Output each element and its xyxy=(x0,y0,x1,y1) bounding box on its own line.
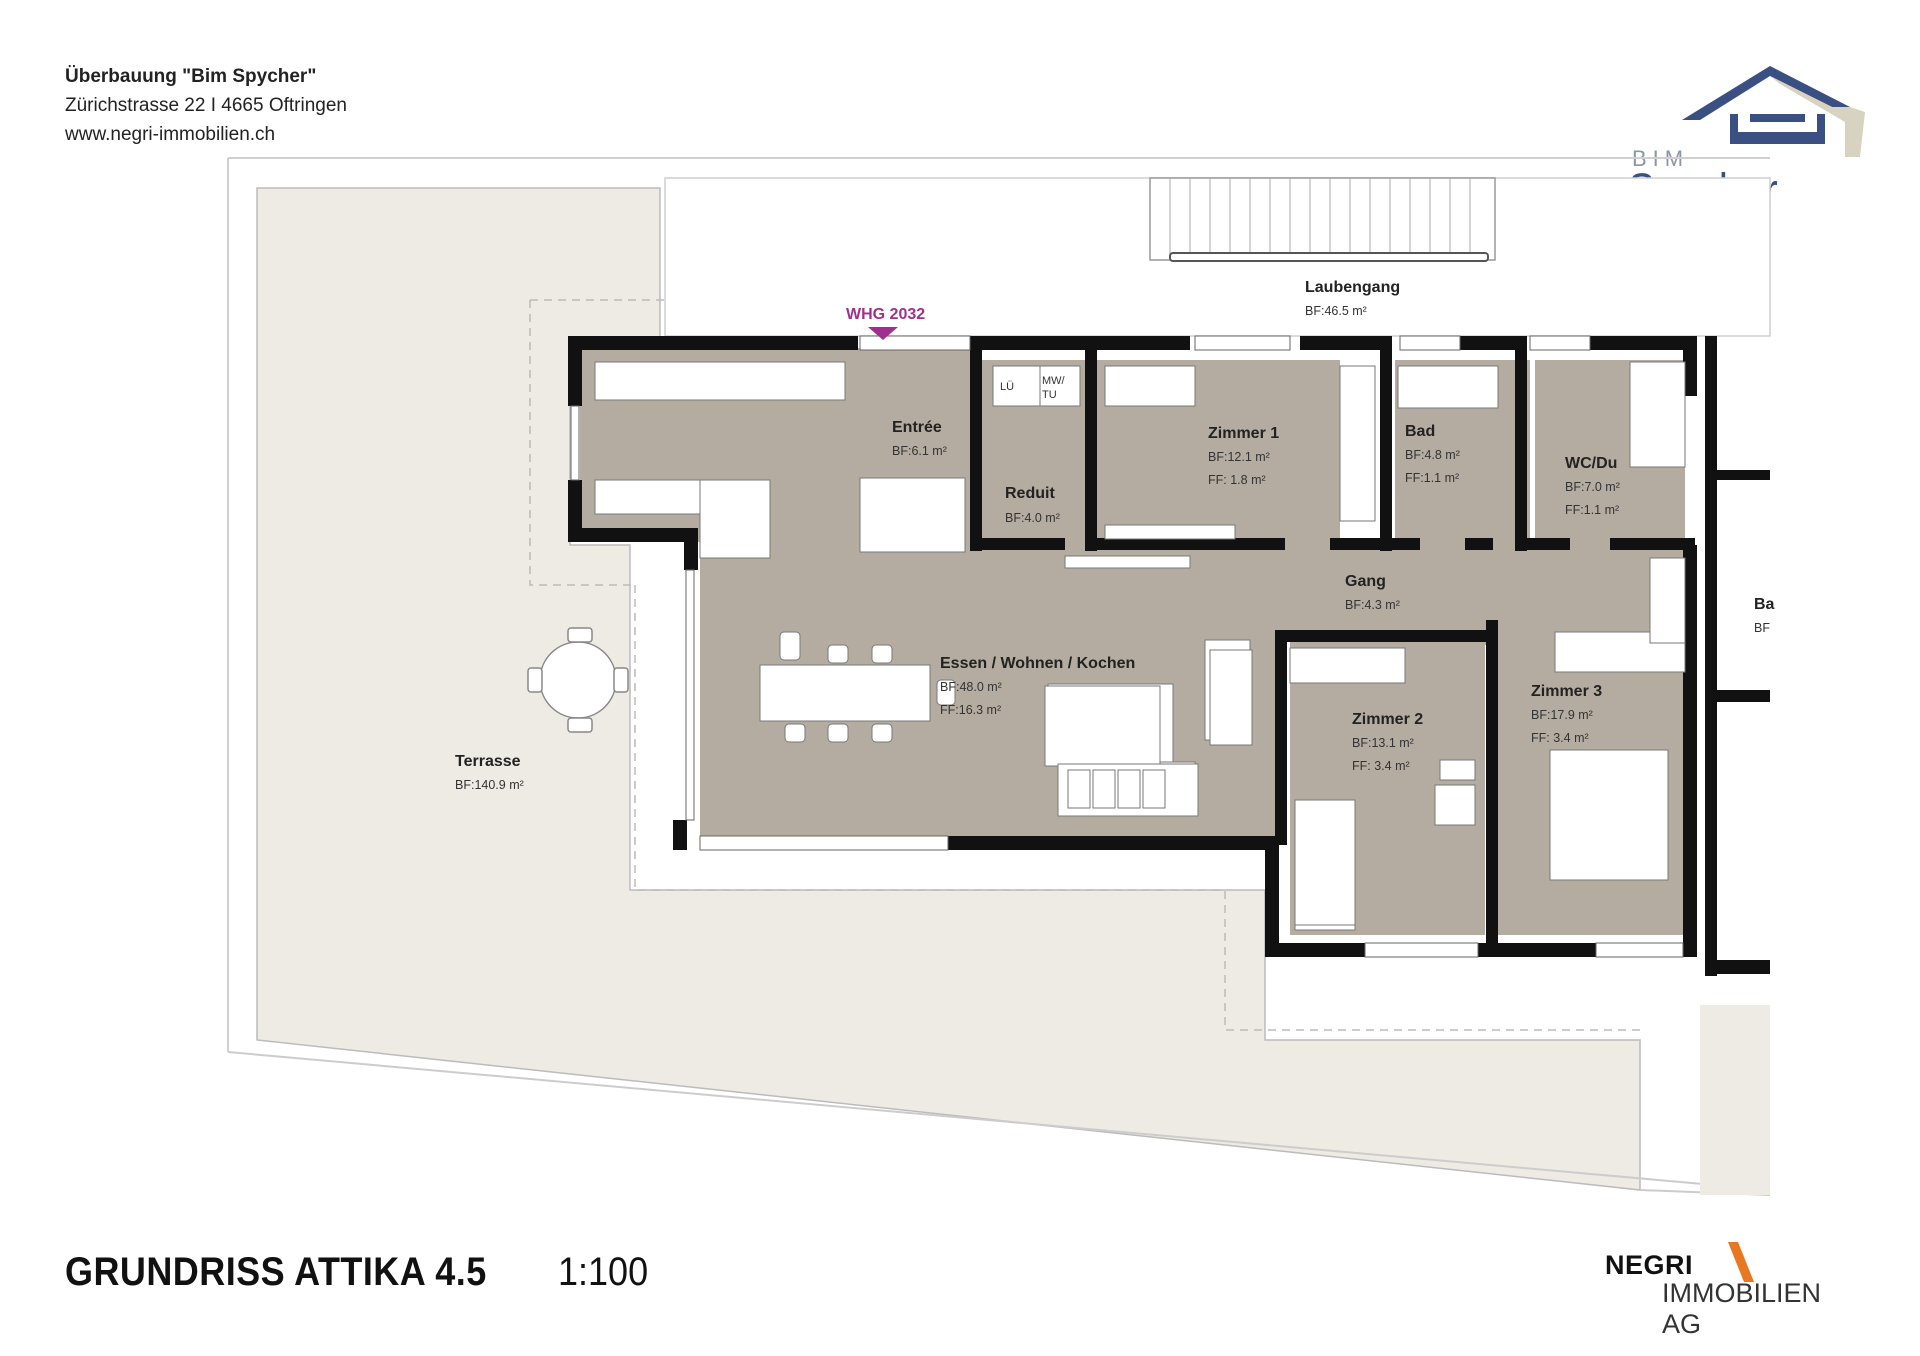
room-gang: Gang BF:4.3 m² xyxy=(1345,573,1400,612)
svg-text:Entrée: Entrée xyxy=(892,419,942,436)
windows xyxy=(570,335,1684,958)
fixture-mw: MW/ xyxy=(1042,375,1066,387)
fixture-tu: TU xyxy=(1042,389,1057,401)
room-bad: Bad BF:4.8 m² FF:1.1 m² xyxy=(1405,423,1460,485)
negri-slash-icon xyxy=(1728,1242,1754,1282)
header-block: Überbauung "Bim Spycher" Zürichstrasse 2… xyxy=(65,62,347,149)
svg-text:BF:12.1 m²: BF:12.1 m² xyxy=(1208,450,1270,464)
walls xyxy=(568,336,1770,976)
svg-text:BF:7.0 m²: BF:7.0 m² xyxy=(1565,480,1620,494)
svg-text:Bad: Bad xyxy=(1405,423,1435,440)
svg-text:WC/Du: WC/Du xyxy=(1565,455,1617,472)
svg-text:BF:4.3 m²: BF:4.3 m² xyxy=(1345,598,1400,612)
negri-text: NEGRI xyxy=(1605,1250,1694,1280)
eave-line-bottom xyxy=(634,585,1640,1031)
room-laubengang: Laubengang BF:46.5 m² xyxy=(1305,279,1400,318)
svg-text:FF: 3.4 m²: FF: 3.4 m² xyxy=(1531,731,1589,745)
svg-text:BF:13.1 m²: BF:13.1 m² xyxy=(1352,736,1414,750)
svg-text:Reduit: Reduit xyxy=(1005,485,1055,502)
room-terrasse: Terrasse BF:140.9 m² xyxy=(455,753,524,792)
svg-text:Terrasse: Terrasse xyxy=(455,753,521,770)
room-zimmer2: Zimmer 2 BF:13.1 m² FF: 3.4 m² xyxy=(1352,711,1423,773)
plan-title: GRUNDRISS ATTIKA 4.5 xyxy=(65,1250,487,1294)
room-wohnen: Essen / Wohnen / Kochen BF:48.0 m² FF:16… xyxy=(940,655,1135,717)
svg-text:Zimmer 3: Zimmer 3 xyxy=(1531,683,1602,700)
terrace-edge xyxy=(227,1051,1771,1191)
svg-text:BF:140.9 m²: BF:140.9 m² xyxy=(455,778,524,792)
room-zimmer1: Zimmer 1 BF:12.1 m² FF: 1.8 m² xyxy=(1208,425,1279,487)
svg-text:BF:4.0 m²: BF:4.0 m² xyxy=(1005,511,1060,525)
project-name: Überbauung "Bim Spycher" xyxy=(65,66,317,87)
svg-text:Laubengang: Laubengang xyxy=(1305,279,1400,296)
unit-label: WHG 2032 xyxy=(846,306,925,323)
room-entree: Entrée BF:6.1 m² xyxy=(892,419,947,458)
svg-text:Essen / Wohnen / Kochen: Essen / Wohnen / Kochen xyxy=(940,655,1135,672)
eave-line-left xyxy=(529,300,635,586)
fixture-lue: LÜ xyxy=(1000,381,1014,393)
house-roof-icon xyxy=(1682,66,1865,157)
neighbor-terrace xyxy=(1700,1005,1770,1195)
dining-table xyxy=(759,631,956,743)
room-zimmer3: Zimmer 3 BF:17.9 m² FF: 3.4 m² xyxy=(1531,683,1602,745)
staircase xyxy=(1149,177,1496,262)
svg-text:Gang: Gang xyxy=(1345,573,1386,590)
unit-marker-icon xyxy=(868,327,898,340)
svg-text:FF: 3.4 m²: FF: 3.4 m² xyxy=(1352,759,1410,773)
svg-text:BF:6.1 m²: BF:6.1 m² xyxy=(892,444,947,458)
svg-text:FF:1.1 m²: FF:1.1 m² xyxy=(1565,503,1619,517)
svg-text:BF:48.0 m²: BF:48.0 m² xyxy=(940,680,1002,694)
living-furniture xyxy=(1044,649,1253,817)
project-address: Zürichstrasse 22 I 4665 Oftringen xyxy=(65,95,347,116)
negri-logo: NEGRI IMMOBILIEN AG xyxy=(1605,1242,1865,1339)
room-reduit: Reduit BF:4.0 m² xyxy=(1005,485,1060,525)
room-wcdu: WC/Du BF:7.0 m² FF:1.1 m² xyxy=(1565,455,1620,517)
svg-text:Ba: Ba xyxy=(1754,596,1775,613)
beds xyxy=(1294,749,1669,926)
svg-text:FF:16.3 m²: FF:16.3 m² xyxy=(940,703,1001,717)
svg-text:BF:4.8 m²: BF:4.8 m² xyxy=(1405,448,1460,462)
svg-text:Zimmer 2: Zimmer 2 xyxy=(1352,711,1423,728)
project-website[interactable]: www.negri-immobilien.ch xyxy=(65,124,276,145)
svg-text:BF:46.5 m²: BF:46.5 m² xyxy=(1305,304,1367,318)
patio-table xyxy=(527,627,629,733)
svg-text:FF:1.1 m²: FF:1.1 m² xyxy=(1405,471,1459,485)
svg-text:Zimmer 1: Zimmer 1 xyxy=(1208,425,1279,442)
svg-text:BF: BF xyxy=(1754,621,1770,635)
plan-scale: 1:100 xyxy=(558,1250,649,1294)
svg-text:BF:17.9 m²: BF:17.9 m² xyxy=(1531,708,1593,722)
immobilien-text: IMMOBILIEN AG xyxy=(1662,1278,1822,1339)
svg-text:FF: 1.8 m²: FF: 1.8 m² xyxy=(1208,473,1266,487)
room-neighbor-bad: Ba BF xyxy=(1754,596,1775,635)
